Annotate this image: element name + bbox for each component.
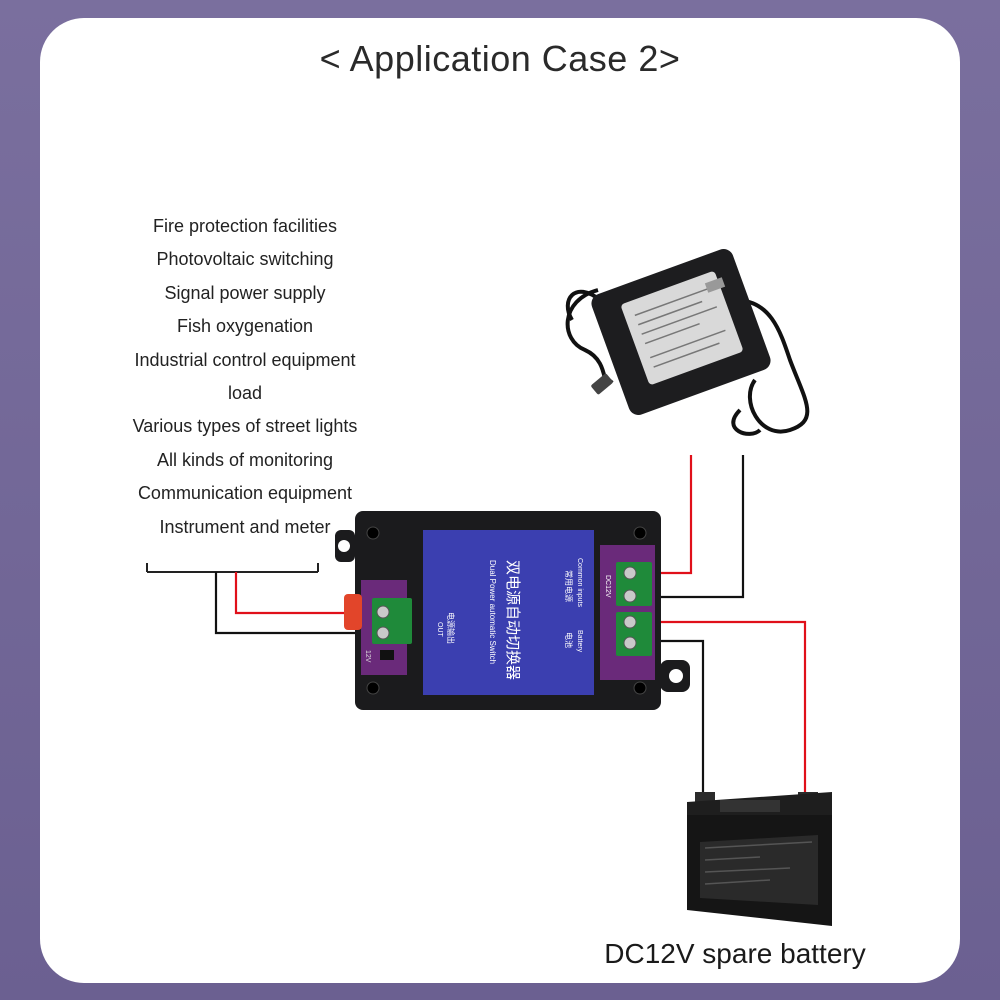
battery-caption: DC12V spare battery xyxy=(604,938,866,969)
application-item: Communication equipment xyxy=(137,483,353,504)
application-item: Fire protection facilities xyxy=(152,216,338,236)
switch-module xyxy=(335,511,690,710)
output-label-en: OUT xyxy=(436,622,443,638)
module-labels: 双电源自动切换器 Dual Power automatic Switch 电源输… xyxy=(436,558,583,680)
application-item: Fish oxygenation xyxy=(176,316,314,337)
load-positive-wire xyxy=(234,572,385,615)
battery-positive-wire xyxy=(630,620,807,800)
application-item: Instrument and meter xyxy=(159,516,331,537)
page-title: < Application Case 2> xyxy=(319,38,681,79)
application-list: Fire protection facilities Photovoltaic … xyxy=(120,210,370,544)
application-item: Various types of street lights xyxy=(132,416,358,437)
common-label-cn: 常用电源 xyxy=(564,570,574,602)
application-item: Photovoltaic switching xyxy=(156,249,334,270)
module-title-cn: 双电源自动切换器 xyxy=(504,560,521,680)
dc-label: DC12V xyxy=(604,575,611,598)
application-item: Industrial control equipment xyxy=(134,349,356,370)
wires xyxy=(214,455,807,800)
common-label-en: Common inputs xyxy=(576,558,583,608)
load-negative-wire xyxy=(214,572,385,635)
load-bracket xyxy=(146,563,319,573)
battery-label-cn: 电池 xyxy=(564,632,574,648)
voltage-tag: 12V xyxy=(364,650,371,663)
battery-label-en: Battery xyxy=(576,630,583,653)
application-item: load xyxy=(227,383,263,404)
spare-battery xyxy=(687,792,832,926)
output-label-cn: 电源输出 xyxy=(446,612,456,644)
module-title-en: Dual Power automatic Switch xyxy=(488,560,497,664)
application-item: Signal power supply xyxy=(164,282,326,303)
adapter-negative-wire xyxy=(630,455,745,599)
application-item: All kinds of monitoring xyxy=(156,449,334,470)
power-adapter xyxy=(565,249,810,436)
